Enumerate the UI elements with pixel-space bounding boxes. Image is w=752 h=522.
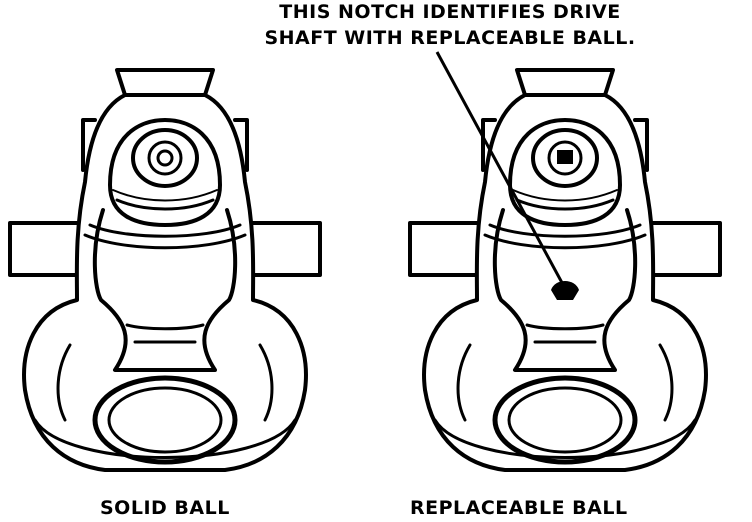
ball-center-bore (547, 140, 583, 176)
replaceable-ball-label: REPLACEABLE BALL (410, 497, 628, 519)
callout-leader-line (435, 51, 569, 293)
callout-text-line-2: SHAFT WITH REPLACEABLE BALL. (264, 27, 636, 49)
solid-ball-yoke (10, 70, 320, 470)
replaceable-ball-yoke (410, 70, 720, 470)
ball-center-bore (147, 140, 183, 176)
callout-text-line-1: THIS NOTCH IDENTIFIES DRIVE (279, 1, 621, 23)
solid-ball-label: SOLID BALL (100, 497, 230, 519)
